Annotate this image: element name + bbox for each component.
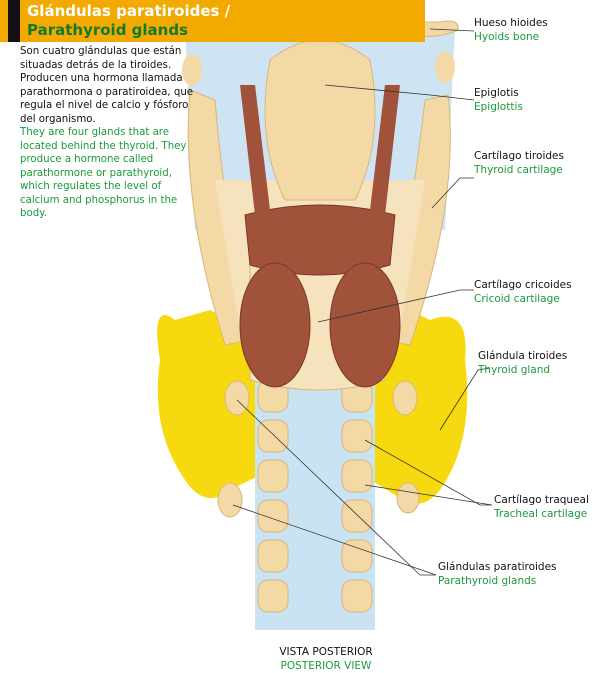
label-epiglottis: Epiglotis Epiglottis (474, 86, 523, 114)
label-thyroid-cartilage: Cartílago tiroides Thyroid cartilage (474, 149, 564, 177)
intro-spanish: Son cuatro glándulas que están situadas … (20, 46, 194, 125)
tracheal-rings (257, 379, 373, 613)
label-parathyroid: Glándulas paratiroides Parathyroid gland… (438, 560, 557, 588)
posterior-cricoarytenoid-left (239, 262, 311, 388)
label-en: Parathyroid glands (438, 575, 537, 587)
label-en: Cricoid cartilage (474, 293, 560, 305)
intro-english: They are four glands that are located be… (20, 127, 187, 219)
label-hyoid: Hueso hioides Hyoids bone (474, 16, 548, 44)
label-en: Thyroid cartilage (474, 164, 563, 176)
title-spanish: Glándulas paratiroides / (27, 2, 231, 20)
label-en: Tracheal cartilage (494, 508, 588, 520)
label-es: Cartílago traqueal (494, 494, 589, 506)
muscle-band-right (370, 85, 400, 215)
label-es: Glándula tiroides (478, 350, 568, 362)
title-accent-block (8, 0, 20, 42)
hyoid-horn-left (182, 54, 202, 86)
leader-lines (232, 28, 493, 576)
label-es: Glándulas paratiroides (438, 561, 557, 573)
epiglottis (264, 39, 376, 201)
label-tracheal-cartilage: Cartílago traqueal Tracheal cartilage (494, 493, 589, 521)
muscle-band-left (240, 85, 270, 215)
label-es: Cartílago tiroides (474, 150, 564, 162)
title-english: Parathyroid glands (27, 21, 189, 39)
label-en: Hyoids bone (474, 31, 540, 43)
label-cricoid: Cartílago cricoides Cricoid cartilage (474, 278, 572, 306)
label-es: Epiglotis (474, 87, 519, 99)
label-thyroid-gland: Glándula tiroides Thyroid gland (478, 349, 567, 377)
parathyroid-glands (217, 380, 420, 518)
view-es: VISTA POSTERIOR (279, 646, 373, 658)
label-es: Cartílago cricoides (474, 279, 572, 291)
label-en: Thyroid gland (478, 364, 551, 376)
posterior-cricoarytenoid-right (329, 262, 401, 388)
hyoid-horn-right (435, 51, 455, 83)
label-en: Epiglottis (474, 101, 523, 113)
view-en: POSTERIOR VIEW (280, 660, 372, 672)
intro-text: Son cuatro glándulas que están situadas … (20, 45, 200, 221)
title-bar: Glándulas paratiroides / Parathyroid gla… (0, 0, 425, 42)
view-caption: VISTA POSTERIOR POSTERIOR VIEW (266, 645, 386, 673)
label-es: Hueso hioides (474, 17, 548, 29)
